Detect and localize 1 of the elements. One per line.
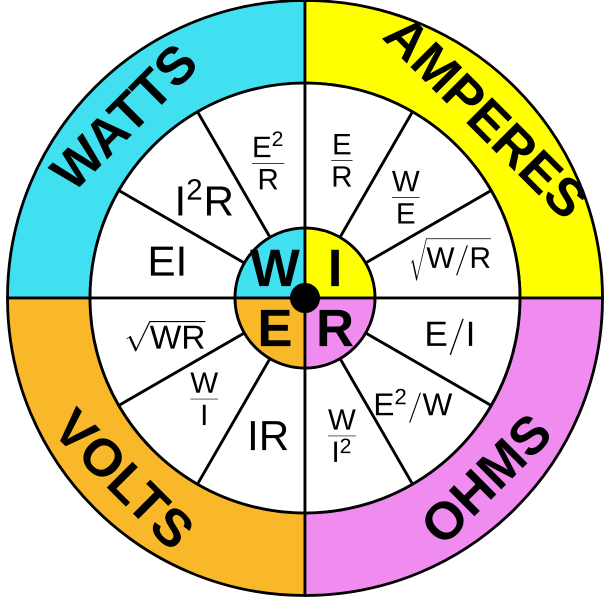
centre-sector: R bbox=[304, 296, 376, 370]
